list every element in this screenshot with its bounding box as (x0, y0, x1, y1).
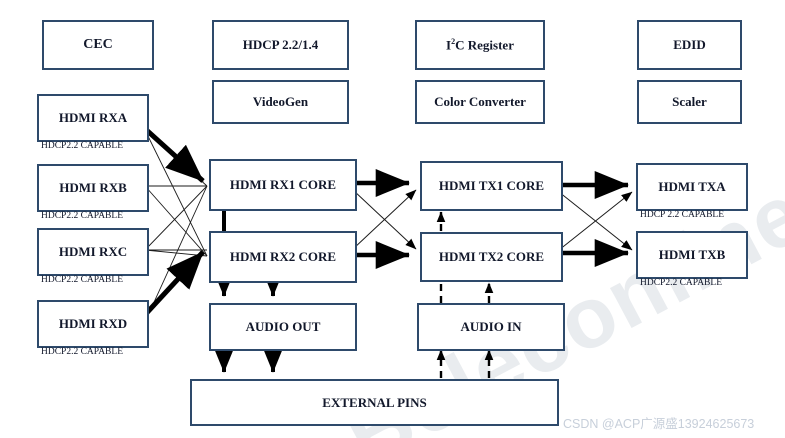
rx-to-tx-links (352, 169, 417, 269)
block-label: AUDIO OUT (245, 319, 321, 335)
caption-hdmi-rxd: HDCP2.2 CAPABLE (41, 347, 124, 357)
audio-in-links (436, 211, 494, 378)
block-label: HDMI RX2 CORE (229, 249, 337, 265)
block-label: HDMI RXC (58, 244, 128, 260)
link-rxd-to-rx2core (140, 250, 205, 320)
block-label: HDMI TX1 CORE (438, 178, 545, 194)
block-hdmi-tx1-core[interactable]: HDMI TX1 CORE (420, 161, 563, 211)
block-label: CEC (83, 36, 113, 52)
caption-hdmi-txb: HDCP2.2 CAPABLE (640, 278, 723, 288)
caption-hdmi-rxc: HDCP2.2 CAPABLE (41, 275, 124, 285)
copyright-watermark: CSDN @ACP广源盛13924625673 (563, 417, 755, 431)
block-label: HDMI TX2 CORE (438, 249, 545, 265)
block-label: I2C Register (446, 37, 514, 53)
caption-hdmi-txa: HDCP 2.2 CAPABLE (640, 210, 725, 220)
block-hdmi-tx2-core[interactable]: HDMI TX2 CORE (420, 232, 563, 282)
block-hdmi-rx2-core[interactable]: HDMI RX2 CORE (209, 231, 357, 283)
block-hdmi-rx1-core[interactable]: HDMI RX1 CORE (209, 159, 357, 211)
tx-to-port-links (558, 171, 633, 267)
block-label: HDMI TXB (658, 247, 726, 263)
block-external-pins[interactable]: EXTERNAL PINS (190, 379, 559, 426)
block-audio-in[interactable]: AUDIO IN (417, 303, 565, 351)
block-i2c-register[interactable]: I2C Register (415, 20, 545, 70)
block-hdmi-txa[interactable]: HDMI TXA (636, 163, 748, 211)
block-hdmi-rxd[interactable]: HDMI RXD (37, 300, 149, 348)
block-label: HDMI RXA (58, 110, 128, 126)
block-label: AUDIO IN (460, 319, 522, 335)
block-color-converter[interactable]: Color Converter (415, 80, 545, 124)
block-label: HDCP 2.2/1.4 (242, 37, 319, 53)
block-label: Scaler (672, 94, 707, 110)
block-cec[interactable]: CEC (42, 20, 154, 70)
block-hdmi-rxb[interactable]: HDMI RXB (37, 164, 149, 212)
link-tx2-to-txa (558, 191, 633, 251)
block-label: EXTERNAL PINS (322, 394, 427, 410)
block-label: HDMI RXD (58, 316, 128, 332)
block-label: HDMI RX1 CORE (229, 177, 337, 193)
caption-hdmi-rxb: HDCP2.2 CAPABLE (41, 211, 124, 221)
block-label: VideoGen (252, 94, 309, 110)
link-rx2-to-tx1 (352, 189, 417, 250)
caption-hdmi-rxa: HDCP2.2 CAPABLE (41, 141, 124, 151)
block-audio-out[interactable]: AUDIO OUT (209, 303, 357, 351)
block-scaler[interactable]: Scaler (637, 80, 742, 124)
block-hdmi-rxc[interactable]: HDMI RXC (37, 228, 149, 276)
rx-primary-links (140, 124, 205, 320)
block-hdmi-rxa[interactable]: HDMI RXA (37, 94, 149, 142)
block-label: HDMI RXB (59, 180, 127, 196)
block-hdcp[interactable]: HDCP 2.2/1.4 (212, 20, 349, 70)
block-label: Color Converter (434, 94, 526, 110)
block-hdmi-txb[interactable]: HDMI TXB (636, 231, 748, 279)
block-videogen[interactable]: VideoGen (212, 80, 349, 124)
block-edid[interactable]: EDID (637, 20, 742, 70)
link-rxa-to-rx1core (140, 124, 205, 183)
block-label: EDID (673, 37, 706, 53)
block-label: HDMI TXA (658, 179, 726, 195)
